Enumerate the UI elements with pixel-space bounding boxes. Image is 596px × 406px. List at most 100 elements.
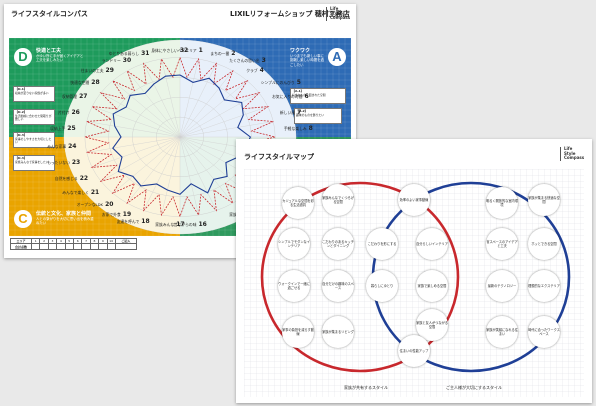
score-cell[interactable] bbox=[81, 243, 91, 250]
spoke-label-text: みんな家事 bbox=[47, 143, 67, 149]
side-note: 【D-3】家事のしやすさを大切にしたい bbox=[13, 132, 55, 148]
score-cell[interactable] bbox=[64, 243, 74, 250]
quadrant-d-text: かゆい所に手が届くアイデアと工夫を楽しみたい bbox=[36, 54, 84, 63]
spoke-number: 7 bbox=[297, 108, 302, 116]
logo-line: Compass bbox=[330, 15, 351, 21]
compass-spoke bbox=[179, 121, 274, 138]
spoke-label-text: もったいない bbox=[47, 160, 70, 166]
compass-title: ライフスタイルコンパス bbox=[11, 10, 88, 18]
score-cell[interactable] bbox=[114, 243, 137, 250]
score-cell[interactable] bbox=[89, 243, 100, 250]
map-item-left: 家族が集まるリビング bbox=[322, 316, 354, 348]
spoke-number: 2 bbox=[231, 50, 236, 58]
side-note-text: 家族みんなで家事をしたい bbox=[15, 159, 49, 164]
spoke-number: 31 bbox=[141, 50, 150, 58]
compass-star bbox=[84, 56, 276, 218]
side-note: 【D-4】家族みんなで家事をしたい bbox=[13, 155, 55, 171]
spoke-number: 25 bbox=[67, 125, 76, 133]
score-cell[interactable] bbox=[30, 243, 41, 250]
score-table: エリア 1 2 3 4 5 6 7 8 9 10 ご記入 合計点数 bbox=[10, 237, 137, 250]
side-note-text: 収納が足りない家族が多い bbox=[15, 90, 49, 95]
spoke-number: 27 bbox=[79, 92, 88, 100]
spoke-number: 6 bbox=[304, 92, 309, 100]
compass-spoke bbox=[143, 63, 181, 138]
score-cell[interactable] bbox=[72, 243, 83, 250]
spoke-label-text: 身体にやさしい bbox=[151, 48, 178, 54]
spoke-number: 1 bbox=[198, 47, 203, 55]
map-item-right: 理想的なエクステリア bbox=[528, 270, 560, 302]
logo-line: Life bbox=[330, 6, 339, 11]
logo-line: Life bbox=[564, 146, 573, 151]
compass-spoke bbox=[100, 92, 181, 138]
spoke-label-text: 自然を感じる bbox=[54, 176, 78, 182]
spoke-number: 19 bbox=[122, 210, 132, 218]
compass-spoke bbox=[86, 136, 181, 153]
spoke-label-text: お家で外食 bbox=[101, 211, 121, 217]
side-note: 【A-1】好きなものに囲まれた空間 bbox=[290, 88, 346, 104]
spoke-number: 24 bbox=[68, 142, 77, 150]
spoke-number: 29 bbox=[105, 66, 114, 74]
map-item-center: 暮らしにゆとり bbox=[366, 270, 398, 302]
spoke-label-text: 家族みんな bbox=[155, 221, 175, 227]
map-logo: Life Style Compass bbox=[560, 146, 584, 161]
map-item-center: 家族と友人がつながる空間 bbox=[416, 309, 448, 341]
side-note-title: 【D-1】 bbox=[15, 87, 27, 91]
map-item-right: 家族が集まる快適な空間 bbox=[528, 184, 560, 216]
spoke-number: 18 bbox=[141, 217, 150, 225]
spoke-label-text: 手軽な楽しみ bbox=[283, 126, 307, 132]
compass-spoke bbox=[179, 70, 234, 138]
spoke-label-text: オープンなLDK bbox=[76, 202, 104, 208]
compass-spoke bbox=[112, 136, 181, 194]
side-note: 【D-2】生活動線に合わせた間取りが欲しい bbox=[13, 109, 55, 125]
spoke-number: 26 bbox=[71, 108, 80, 116]
compass-spoke bbox=[100, 136, 181, 182]
side-note-title: 【A-2】 bbox=[296, 109, 308, 113]
spoke-number: 23 bbox=[71, 159, 81, 167]
spoke-number: 4 bbox=[259, 66, 264, 74]
spoke-label-text: 新しい風 bbox=[279, 109, 296, 115]
score-cell[interactable] bbox=[47, 243, 58, 250]
score-cell[interactable] bbox=[56, 243, 66, 250]
map-item-right: ホッとできる空間 bbox=[528, 228, 560, 260]
spoke-label-text: 住まいの工夫 bbox=[80, 67, 104, 73]
spoke-label-text: ランドリー bbox=[101, 58, 121, 63]
side-note: 【A-2】趣味のものを飾りたい bbox=[294, 108, 342, 124]
venn-left-circle bbox=[260, 181, 460, 373]
spoke-number: 8 bbox=[308, 125, 313, 133]
spoke-number: 30 bbox=[122, 57, 132, 64]
compass-spoke bbox=[143, 136, 181, 211]
score-cell[interactable] bbox=[98, 243, 108, 250]
spoke-label-text: まちの一番 bbox=[210, 51, 230, 57]
side-note-title: 【D-2】 bbox=[15, 110, 27, 114]
spoke-label-text: シンプルにのんびり bbox=[260, 79, 295, 85]
logo-line: Style bbox=[564, 150, 576, 156]
side-note: 【D-1】収納が足りない家族が多い bbox=[13, 86, 55, 102]
spoke-label-text: 友達を呼んで bbox=[116, 218, 140, 224]
map-item-left: 自分だけの趣味のスペース bbox=[322, 270, 354, 302]
compass-logo: Life Style Compass bbox=[326, 6, 351, 21]
spoke-label-text: 収納上手 bbox=[50, 126, 66, 132]
quadrant-d-title: 快適と工夫 bbox=[36, 48, 62, 54]
score-cell[interactable] bbox=[39, 243, 49, 250]
score-cell[interactable] bbox=[106, 243, 116, 250]
side-note-text: 好きなものに囲まれた空間 bbox=[292, 92, 326, 97]
quadrant-a-letter: A bbox=[328, 48, 346, 66]
spoke-label-text: 片付け bbox=[58, 109, 70, 115]
spoke-label-text: 昔ながらの味 bbox=[173, 221, 197, 227]
compass-spoke bbox=[179, 80, 248, 138]
map-title: ライフスタイルマップ bbox=[244, 153, 314, 161]
side-note-text: 生活動線に合わせた間取りが欲しい bbox=[15, 113, 52, 122]
